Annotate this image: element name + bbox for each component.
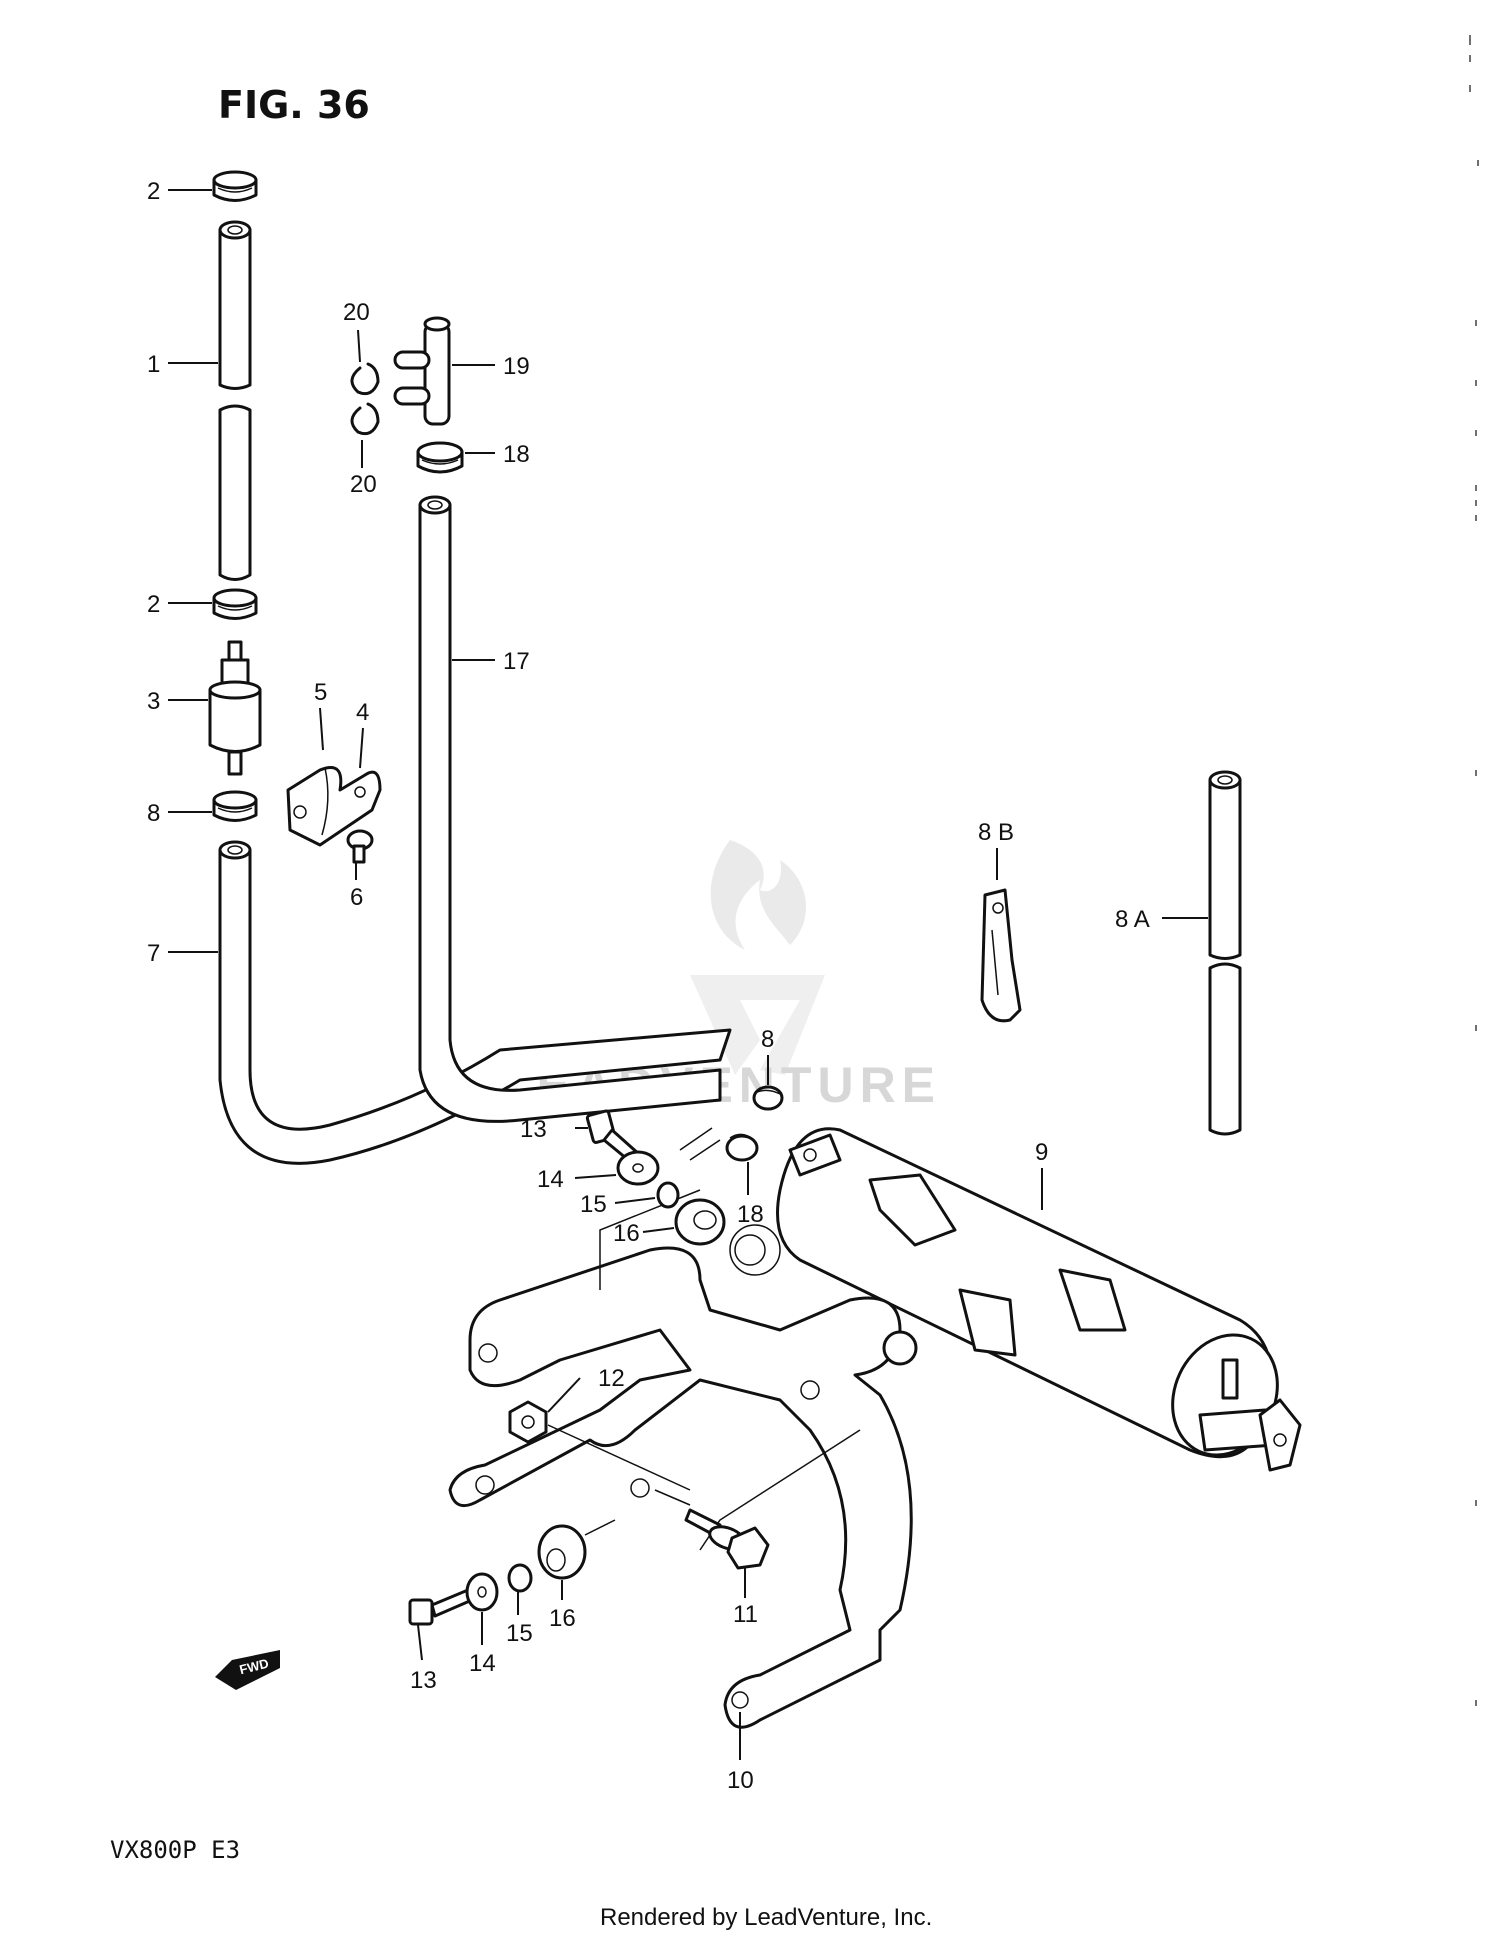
callout-8B: 8 B — [978, 819, 1014, 846]
part-16-grommet-upper — [674, 1198, 726, 1246]
callout-20-upper: 20 — [343, 299, 370, 326]
part-15-collar-upper — [656, 1181, 680, 1209]
part-8-clamp-canister — [752, 1085, 784, 1111]
part-5-4-filter-bracket — [286, 766, 382, 847]
callout-13-upper: 13 — [520, 1116, 547, 1143]
callout-8-canister: 8 — [761, 1026, 774, 1053]
part-3-fuel-filter — [208, 640, 262, 776]
part-15-collar-lower — [507, 1563, 533, 1593]
callout-16-upper: 16 — [613, 1220, 640, 1247]
callout-8A: 8 A — [1115, 906, 1150, 933]
callout-8-left: 8 — [147, 800, 160, 827]
callout-18-canister: 18 — [737, 1201, 764, 1228]
callout-6: 6 — [350, 884, 363, 911]
scan-margin-marks — [1469, 35, 1479, 1706]
assembly-line-12 — [547, 1424, 691, 1491]
callout-4: 4 — [356, 699, 369, 726]
callout-15-lower: 15 — [506, 1620, 533, 1647]
fwd-label: FWD — [238, 1656, 270, 1678]
callout-13-lower: 13 — [410, 1667, 437, 1694]
part-14-washer-upper — [616, 1150, 660, 1186]
callout-labels: 2 1 2 3 5 4 8 6 7 20 20 19 18 17 8 B 8 A… — [147, 178, 1150, 1794]
callout-7: 7 — [147, 940, 160, 967]
part-8-hose-clamp — [212, 790, 258, 822]
assembly-line-11 — [654, 1489, 691, 1506]
part-20-clip-upper — [350, 362, 380, 396]
callout-11: 11 — [733, 1601, 758, 1628]
callout-1: 1 — [147, 351, 160, 378]
part-8B-strap — [980, 888, 1022, 1023]
part-6-screw — [346, 829, 374, 864]
callout-14-upper: 14 — [537, 1166, 564, 1193]
part-16-grommet-lower — [537, 1524, 587, 1580]
callout-5: 5 — [314, 679, 327, 706]
callout-19: 19 — [503, 353, 530, 380]
callout-2-top: 2 — [147, 178, 160, 205]
part-18-clamp-canister — [725, 1133, 759, 1162]
hose-stub — [679, 1127, 721, 1161]
part-11-bolt — [684, 1508, 770, 1570]
callout-17: 17 — [503, 648, 530, 675]
callout-15-upper: 15 — [580, 1191, 607, 1218]
callout-2-lower: 2 — [147, 591, 160, 618]
model-code: VX800P E3 — [110, 1836, 240, 1864]
callout-9: 9 — [1035, 1139, 1048, 1166]
callout-14-lower: 14 — [469, 1650, 496, 1677]
callout-10: 10 — [727, 1767, 754, 1794]
part-18-hose-clamp — [416, 441, 464, 474]
part-9-charcoal-canister — [776, 1127, 1302, 1472]
part-13-bolt-lower — [408, 1588, 474, 1626]
assembly-line-16 — [584, 1519, 616, 1536]
callout-18-upper: 18 — [503, 441, 530, 468]
figure-title: FIG. 36 — [218, 83, 370, 127]
callout-20-lower: 20 — [350, 471, 377, 498]
part-8A-hose — [1208, 770, 1242, 1136]
fwd-direction-arrow: FWD — [215, 1650, 280, 1690]
part-20-clip-lower — [350, 402, 380, 436]
callout-3: 3 — [147, 688, 160, 715]
footer-credit: Rendered by LeadVenture, Inc. — [600, 1904, 932, 1931]
leader-lines — [168, 189, 1208, 1760]
part-12-nut — [508, 1400, 548, 1444]
part-19-three-way-joint — [393, 316, 451, 426]
callout-16-lower: 16 — [549, 1605, 576, 1632]
callout-12: 12 — [598, 1365, 625, 1392]
part-17-vent-hose — [418, 495, 722, 1123]
part-14-washer-lower — [465, 1572, 499, 1612]
part-1-fuel-hose — [218, 220, 252, 581]
part-2-hose-clamp-lower — [212, 588, 258, 620]
part-2-hose-clamp-top — [212, 170, 258, 202]
